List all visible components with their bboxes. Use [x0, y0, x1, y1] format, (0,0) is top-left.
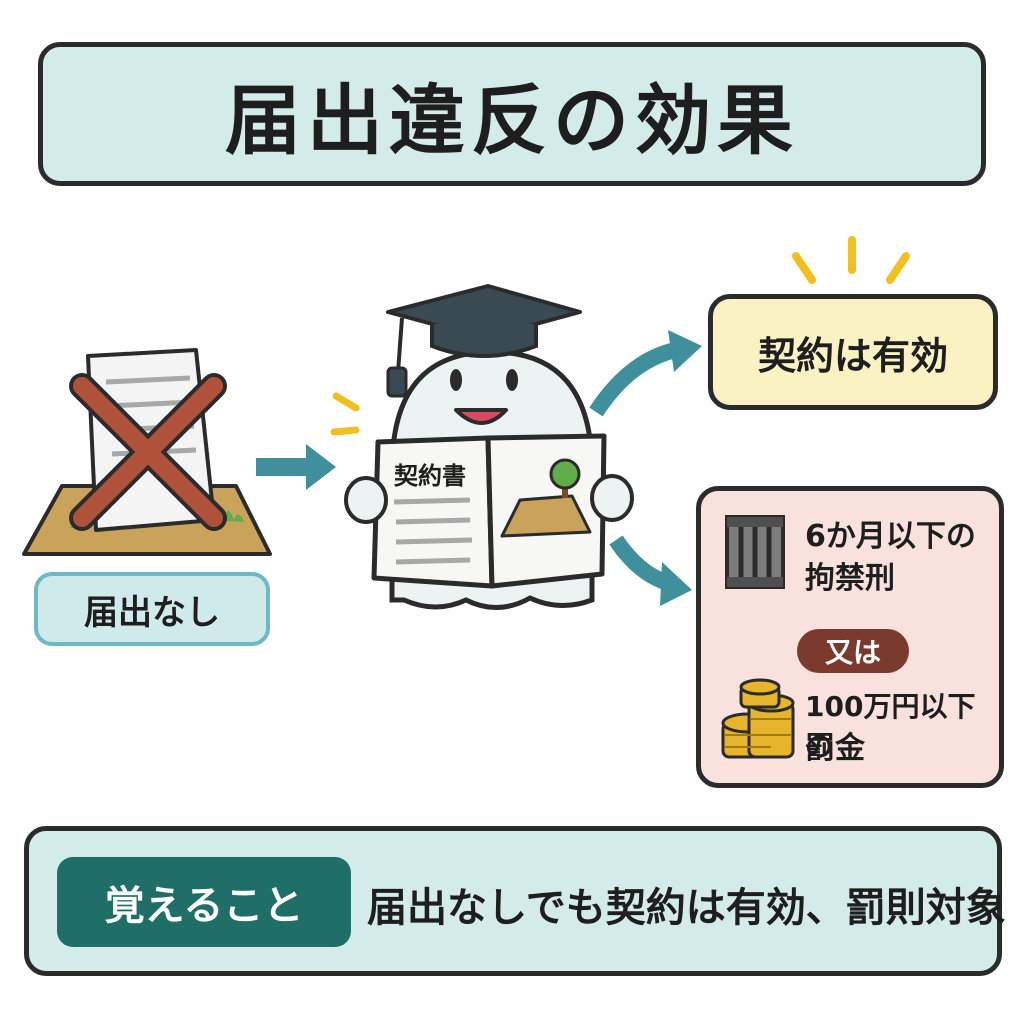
contract-valid-box: 契約は有効 — [708, 294, 998, 410]
imprisonment-term: 6か月以下の — [805, 519, 976, 554]
or-badge: 又は — [797, 629, 909, 673]
title-banner: 届出違反の効果 — [38, 42, 986, 186]
no-filing-badge: 届出なし — [34, 572, 270, 646]
memo-text: 届出なしでも契約は有効、罰則対象 — [367, 885, 1006, 931]
memo-box: 覚えること 届出なしでも契約は有効、罰則対象 — [24, 826, 1006, 976]
memo-label: 覚えること — [57, 857, 351, 947]
fine-amount: 100万円以下の — [805, 690, 976, 763]
imprisonment-label: 拘禁刑 — [805, 561, 895, 596]
page-title: 届出違反の効果 — [225, 76, 799, 165]
contract-label: 契約書 — [394, 462, 466, 490]
jail-bars-icon — [725, 515, 785, 589]
cross-mark-icon — [69, 373, 227, 531]
sparkle-icon-top — [792, 236, 910, 284]
up-right-arrow-icon — [589, 330, 702, 417]
newspaper-icon — [371, 433, 607, 589]
character-hands — [344, 474, 634, 524]
sparkle-icon — [330, 392, 360, 436]
graduation-cap-icon — [386, 284, 582, 398]
coins-icon — [721, 678, 795, 759]
down-right-arrow-icon — [609, 535, 692, 606]
fine-label: 罰金 — [805, 731, 865, 766]
penalty-box: 6か月以下の 拘禁刑 又は 100万円以下の 罰金 — [696, 486, 1004, 788]
right-arrow-icon — [256, 444, 336, 490]
